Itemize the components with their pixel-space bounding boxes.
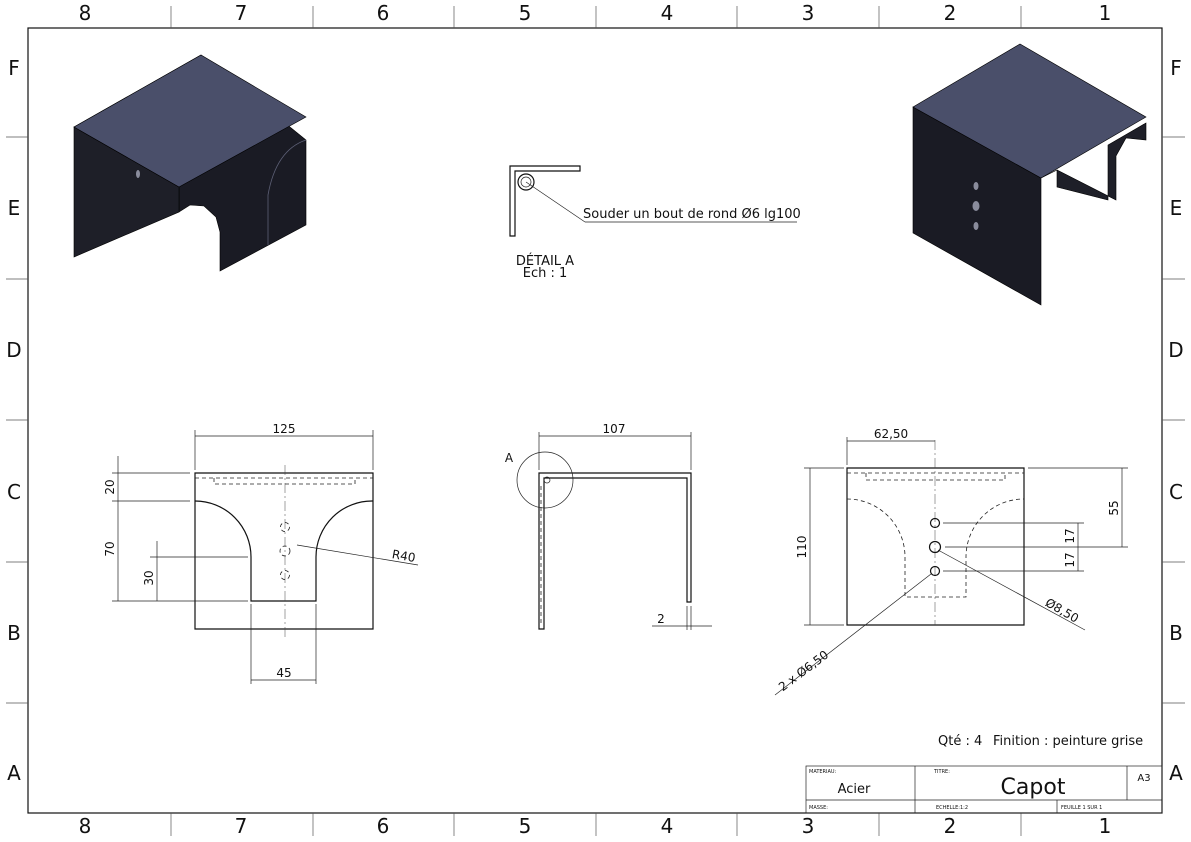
hole-icon: [136, 170, 140, 178]
dimension-side-holes: 2 x Ø6,50: [776, 648, 831, 694]
zone-col-top: 5: [519, 1, 532, 25]
zone-col-top: 2: [944, 1, 957, 25]
zone-col-top: 4: [661, 1, 674, 25]
zone-col-bottom: 3: [802, 814, 815, 838]
zone-col-bottom: 8: [79, 814, 92, 838]
zone-row-right: E: [1170, 196, 1183, 220]
top-view: 62,50 110 55 17 17 Ø8,50 2 x Ø6,50: [774, 427, 1128, 696]
weld-note: Souder un bout de rond Ø6 lg100: [583, 207, 801, 222]
zone-row-left: C: [7, 480, 21, 504]
title-label: TITRE:: [933, 769, 950, 775]
zone-row-right: D: [1168, 338, 1183, 362]
zone-col-top: 8: [79, 1, 92, 25]
zone-row-left: E: [8, 196, 21, 220]
isometric-view-left: [73, 54, 307, 272]
dimension-hole-height: 55: [1107, 500, 1121, 515]
dimension-center-hole: Ø8,50: [1043, 595, 1081, 625]
finish-note: Finition : peinture grise: [993, 734, 1143, 749]
zone-row-left: D: [6, 338, 21, 362]
detail-callout-circle: [516, 451, 574, 509]
isometric-view-right: [912, 43, 1147, 306]
zone-col-bottom: 6: [377, 814, 390, 838]
zone-col-top: 7: [235, 1, 248, 25]
side-view: A 107 2: [505, 422, 712, 630]
material-value: Acier: [838, 782, 871, 797]
material-label: MATERIAU:: [809, 769, 837, 775]
dimension-spacing-upper: 17: [1063, 528, 1077, 543]
zone-col-top: 3: [802, 1, 815, 25]
dimension-depth: 107: [603, 422, 626, 436]
quantity-note: Qté : 4: [938, 734, 982, 749]
dimension-offset: 62,50: [874, 427, 908, 441]
zone-row-left: F: [8, 56, 20, 80]
zone-col-bottom: 4: [661, 814, 674, 838]
sheet-format: A3: [1137, 773, 1150, 784]
zone-row-right: C: [1169, 480, 1183, 504]
dimension-top-height: 20: [103, 479, 117, 494]
zone-col-bottom: 7: [235, 814, 248, 838]
dimension-hole-pitch: 30: [142, 570, 156, 585]
zone-col-top: 1: [1099, 1, 1112, 25]
zone-row-right: B: [1169, 621, 1183, 645]
dimension-arch-height: 70: [103, 541, 117, 556]
zone-col-bottom: 5: [519, 814, 532, 838]
title-block: MATERIAU: Acier TITRE: Capot A3 MASSE: E…: [805, 765, 1163, 814]
sheet-number: FEUILLE 1 SUR 1: [1061, 805, 1102, 811]
drawing-title: Capot: [1001, 775, 1066, 800]
dimension-spacing-lower: 17: [1063, 552, 1077, 567]
drawing-frame: [27, 27, 1163, 814]
zone-row-right: F: [1170, 56, 1182, 80]
detail-marker: A: [505, 451, 514, 465]
scale-value: ECHELLE:1:2: [936, 805, 968, 811]
dimension-thickness: 2: [657, 612, 665, 626]
front-view: 125 20 70 30 R40 45: [103, 422, 419, 684]
dimension-height: 110: [795, 536, 809, 559]
mass-label: MASSE:: [809, 805, 828, 811]
zone-row-left: B: [7, 621, 21, 645]
hole-icon: [973, 182, 979, 190]
zone-col-bottom: 1: [1099, 814, 1112, 838]
dimension-radius: R40: [391, 547, 417, 565]
zone-col-bottom: 2: [944, 814, 957, 838]
detail-title: DÉTAIL A: [516, 253, 574, 269]
zone-ticks: [6, 6, 1185, 836]
dimension-slot-width: 45: [276, 666, 291, 680]
zone-col-top: 6: [377, 1, 390, 25]
detail-scale: Ech : 1: [523, 266, 568, 281]
detail-a-view: Souder un bout de rond Ø6 lg100 DÉTAIL A…: [509, 165, 801, 281]
zone-row-left: A: [7, 761, 21, 785]
hole-icon: [973, 222, 979, 230]
hole-icon: [972, 201, 980, 211]
zone-row-right: A: [1169, 761, 1183, 785]
dimension-width: 125: [273, 422, 296, 436]
